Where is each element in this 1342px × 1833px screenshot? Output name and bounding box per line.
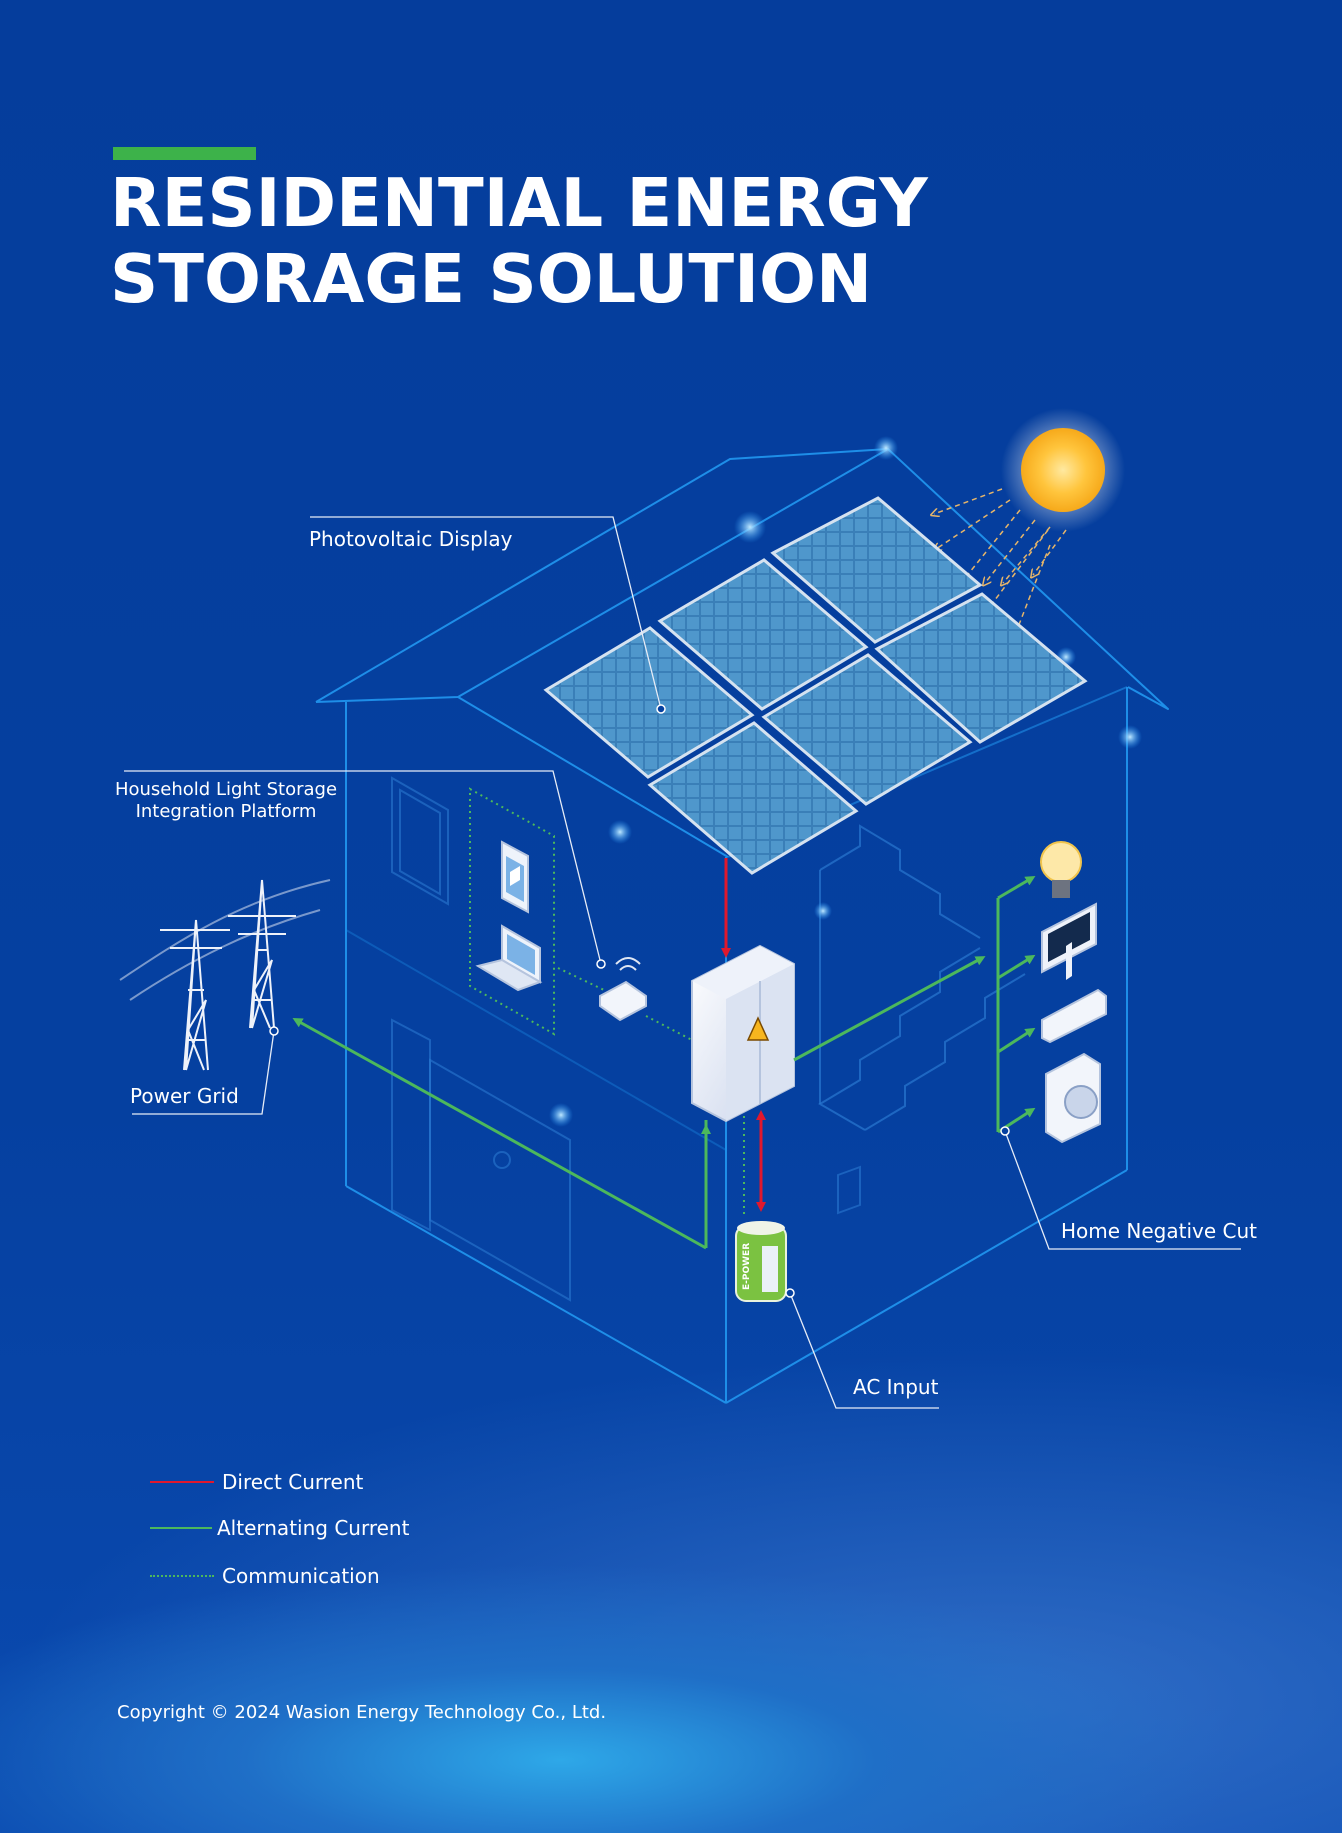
washing-machine-icon (1045, 1052, 1101, 1144)
power-tower-icon (119, 879, 331, 1071)
leader-endpoints (269, 704, 1010, 1298)
label-photovoltaic-display: Photovoltaic Display (309, 527, 513, 551)
copyright-text: Copyright © 2024 Wasion Energy Technolog… (117, 1702, 607, 1723)
router-icon (599, 957, 647, 1022)
legend-label: Alternating Current (217, 1516, 410, 1540)
wall-socket (837, 1165, 861, 1215)
legend-swatch-solid-green (150, 1527, 212, 1529)
page-title: RESIDENTIAL ENERGY STORAGE SOLUTION (110, 165, 928, 317)
title-line-1: RESIDENTIAL ENERGY (110, 164, 928, 242)
legend-swatch-solid-red (150, 1481, 214, 1483)
sparkles (549, 436, 1142, 1127)
battery-icon: E-POWER (735, 1221, 787, 1302)
legend-label: Communication (222, 1564, 380, 1588)
communication-links (469, 787, 745, 1215)
battery-brand-text: E-POWER (742, 1243, 752, 1290)
air-conditioner-icon (1041, 988, 1107, 1044)
legend-item-communication: Communication (150, 1561, 380, 1591)
legend-item-direct-current: Direct Current (150, 1467, 363, 1497)
label-home-negative-cut: Home Negative Cut (1061, 1219, 1258, 1243)
solar-panel-icon (770, 496, 983, 644)
solar-panel-array (543, 496, 1088, 875)
label-power-grid: Power Grid (130, 1084, 239, 1108)
solar-panel-icon (543, 626, 755, 779)
laptop-icon (475, 924, 543, 992)
light-bulb-icon (1040, 841, 1082, 898)
label-household-platform-line2: Integration Platform (135, 801, 317, 822)
alternating-current-lines (292, 875, 1036, 1250)
label-ac-input: AC Input (853, 1375, 939, 1399)
solar-panel-icon (761, 653, 973, 806)
house-outline (315, 448, 1169, 1404)
monitor-icon (1041, 902, 1097, 980)
label-household-platform-line1: Household Light Storage (114, 779, 338, 800)
window-icon (391, 776, 449, 906)
stairs-icon (818, 824, 1026, 1131)
warning-icon (746, 1016, 770, 1041)
solar-panel-icon (874, 592, 1088, 744)
label-household-platform: Household Light Storage Integration Plat… (112, 779, 340, 823)
legend-swatch-dotted-green (150, 1575, 214, 1577)
sun-icon (1001, 408, 1125, 532)
legend-item-alternating-current: Alternating Current (150, 1513, 409, 1543)
title-line-2: STORAGE SOLUTION (110, 240, 873, 318)
leader-lines (124, 516, 1241, 1409)
door-icon (391, 1018, 571, 1302)
solar-panel-icon (647, 721, 859, 875)
direct-current-lines (721, 858, 766, 1212)
inverter-cabinet-icon (691, 944, 795, 1123)
title-accent-bar (113, 147, 256, 160)
tablet-icon (501, 840, 529, 914)
legend-label: Direct Current (222, 1470, 364, 1494)
solar-panel-icon (657, 558, 869, 711)
